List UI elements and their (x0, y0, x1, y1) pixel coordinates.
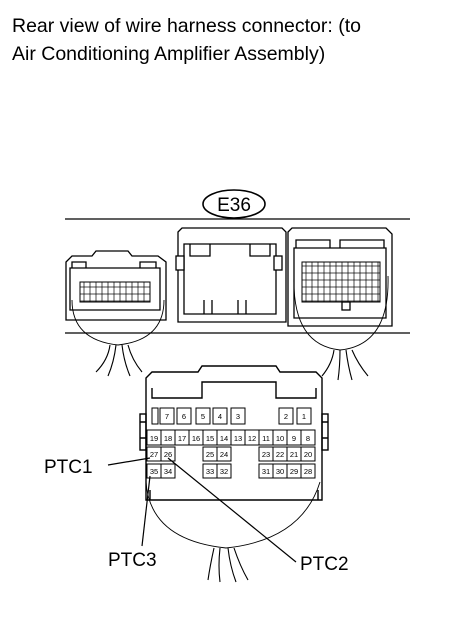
pin-label: 22 (276, 450, 284, 459)
pin-label: 4 (218, 412, 222, 421)
pin-label: 7 (165, 412, 169, 421)
pin-cell (296, 407, 312, 425)
pin-label: 27 (150, 450, 158, 459)
pin-label: 32 (220, 467, 228, 476)
pin-cell (300, 446, 316, 462)
pin-row-3 (146, 446, 316, 462)
center-connector-housing (177, 227, 287, 323)
pin-label: 29 (290, 467, 298, 476)
pin-label: 33 (206, 467, 214, 476)
pin-label: 18 (164, 434, 172, 443)
left-connector-outline (71, 299, 165, 346)
pin-cell (300, 463, 316, 479)
pin-label: 16 (192, 434, 200, 443)
pin-label: 25 (206, 450, 214, 459)
pin-cell (212, 407, 228, 425)
pin-label: 28 (304, 467, 312, 476)
pin-label: 1 (302, 412, 306, 421)
pin-label: 26 (164, 450, 172, 459)
pin-cell (300, 429, 316, 446)
pin-cell (159, 407, 175, 425)
pin-label: 10 (276, 434, 284, 443)
pin-label: 15 (206, 434, 214, 443)
pin-row-1-labels: 7 6 5 4 3 2 1 (165, 412, 306, 421)
caption-line-2: Air Conditioning Amplifier Assembly) (12, 43, 326, 65)
pin-label: 14 (220, 434, 228, 443)
pin-label: 30 (276, 467, 284, 476)
pin-label: 35 (150, 467, 158, 476)
callout-leaders (107, 457, 297, 563)
pin-cell (230, 407, 246, 425)
pin-row-4 (146, 463, 316, 479)
ptc2-label: PTC2 (300, 554, 349, 575)
ptc3-leader (141, 475, 151, 547)
pin-cell (160, 446, 176, 462)
right-connector-pin-grid (301, 261, 381, 303)
pin-label: 2 (284, 412, 288, 421)
pin-label: 12 (248, 434, 256, 443)
pin-row-3-labels: 27 26 25 24 23 22 21 20 (150, 450, 312, 459)
left-connector-pin-grid (79, 281, 151, 303)
pin-label: 34 (164, 467, 172, 476)
pin-row-2-labels: 19 18 17 16 15 14 13 12 11 10 9 8 (150, 434, 310, 443)
pin-label: 17 (178, 434, 186, 443)
connector-code-label: E36 (217, 195, 251, 216)
pin-label: 5 (201, 412, 205, 421)
pin-label: 3 (236, 412, 240, 421)
lower-wire-bundle (145, 481, 321, 583)
ptc2-leader (167, 457, 297, 563)
caption-line-1: Rear view of wire harness connector: (to (12, 15, 361, 37)
pin-cell (216, 446, 232, 462)
lower-harness-outline (145, 481, 321, 549)
center-connector-latch-left (175, 255, 185, 271)
pin-label: 19 (150, 434, 158, 443)
pin-row-1 (151, 407, 312, 425)
pin-label: 21 (290, 450, 298, 459)
upper-wire-bundles (95, 344, 369, 381)
pin-label: 20 (304, 450, 312, 459)
pin-label: 9 (292, 434, 296, 443)
pin-row-2 (146, 429, 316, 446)
pin-row-4-labels: 35 34 33 32 31 30 29 28 (150, 467, 312, 476)
pin-cell (216, 463, 232, 479)
pin-label: 24 (220, 450, 228, 459)
connector-code-badge: E36 (202, 189, 266, 219)
pin-cell (278, 407, 294, 425)
pin-cell (195, 407, 211, 425)
pin-cell (160, 463, 176, 479)
ptc1-label: PTC1 (44, 457, 93, 478)
connector-assembly-overview (65, 227, 393, 351)
pin-label: 23 (262, 450, 270, 459)
pin-label: 13 (234, 434, 242, 443)
pin-label: 31 (262, 467, 270, 476)
pin-label: 6 (182, 412, 186, 421)
pin-label: 8 (306, 434, 310, 443)
ptc1-leader (107, 457, 151, 466)
center-connector-latch-right (273, 255, 283, 271)
pin-cell (176, 407, 192, 425)
ptc3-label: PTC3 (108, 550, 157, 571)
diagram-caption: Rear view of wire harness connector: (to… (12, 12, 467, 68)
pin-label: 11 (262, 434, 270, 443)
